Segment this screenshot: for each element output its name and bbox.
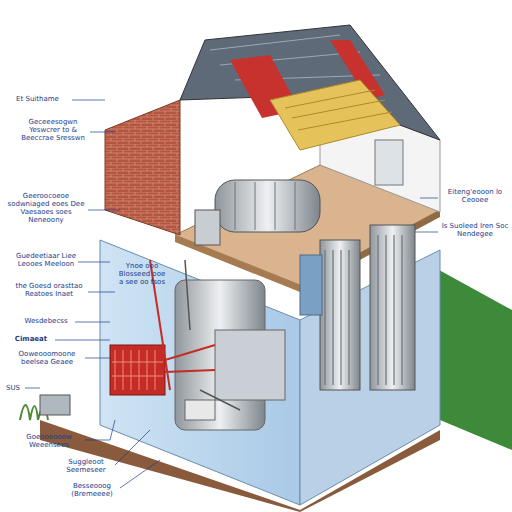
callout-label: Geeroocoeoe sodwniaged eoes Dee Vaesaoes…	[2, 192, 90, 224]
callout-label: Ynoe ooo Blosseed ooe a see oo tsos	[118, 262, 166, 286]
callout-label: Wesdebecss	[15, 317, 77, 325]
leader-lines	[25, 100, 438, 488]
callout-label: Ooweooomoone beelsea Geaee	[8, 350, 86, 366]
callout-label: Et Suithame	[0, 95, 75, 103]
callout-label: Besseooog (Bremeeee)	[60, 482, 124, 498]
callout-label: Geceeesogwn Yeswcrer to & Beeccrae Sress…	[12, 118, 94, 142]
upper-floor	[105, 25, 440, 235]
callout-label: the Goesd orasttao Reatoes Inaet	[8, 282, 90, 298]
callout-label: Eiteng'eooon lo Ceooee	[438, 188, 512, 204]
callout-label: Is Suoleed Iren Soc Nendegee	[438, 222, 512, 238]
equipment	[40, 180, 415, 430]
callout-label: Cimaeat	[5, 335, 57, 343]
callout-label: Suggleoot Seemeseer	[55, 458, 117, 474]
callout-label: Guedeetiaar Liee Leooes Meeloon	[12, 252, 80, 268]
callout-label: Goeooeooew Weeensees	[12, 433, 86, 449]
callout-label: SUS	[0, 384, 26, 392]
